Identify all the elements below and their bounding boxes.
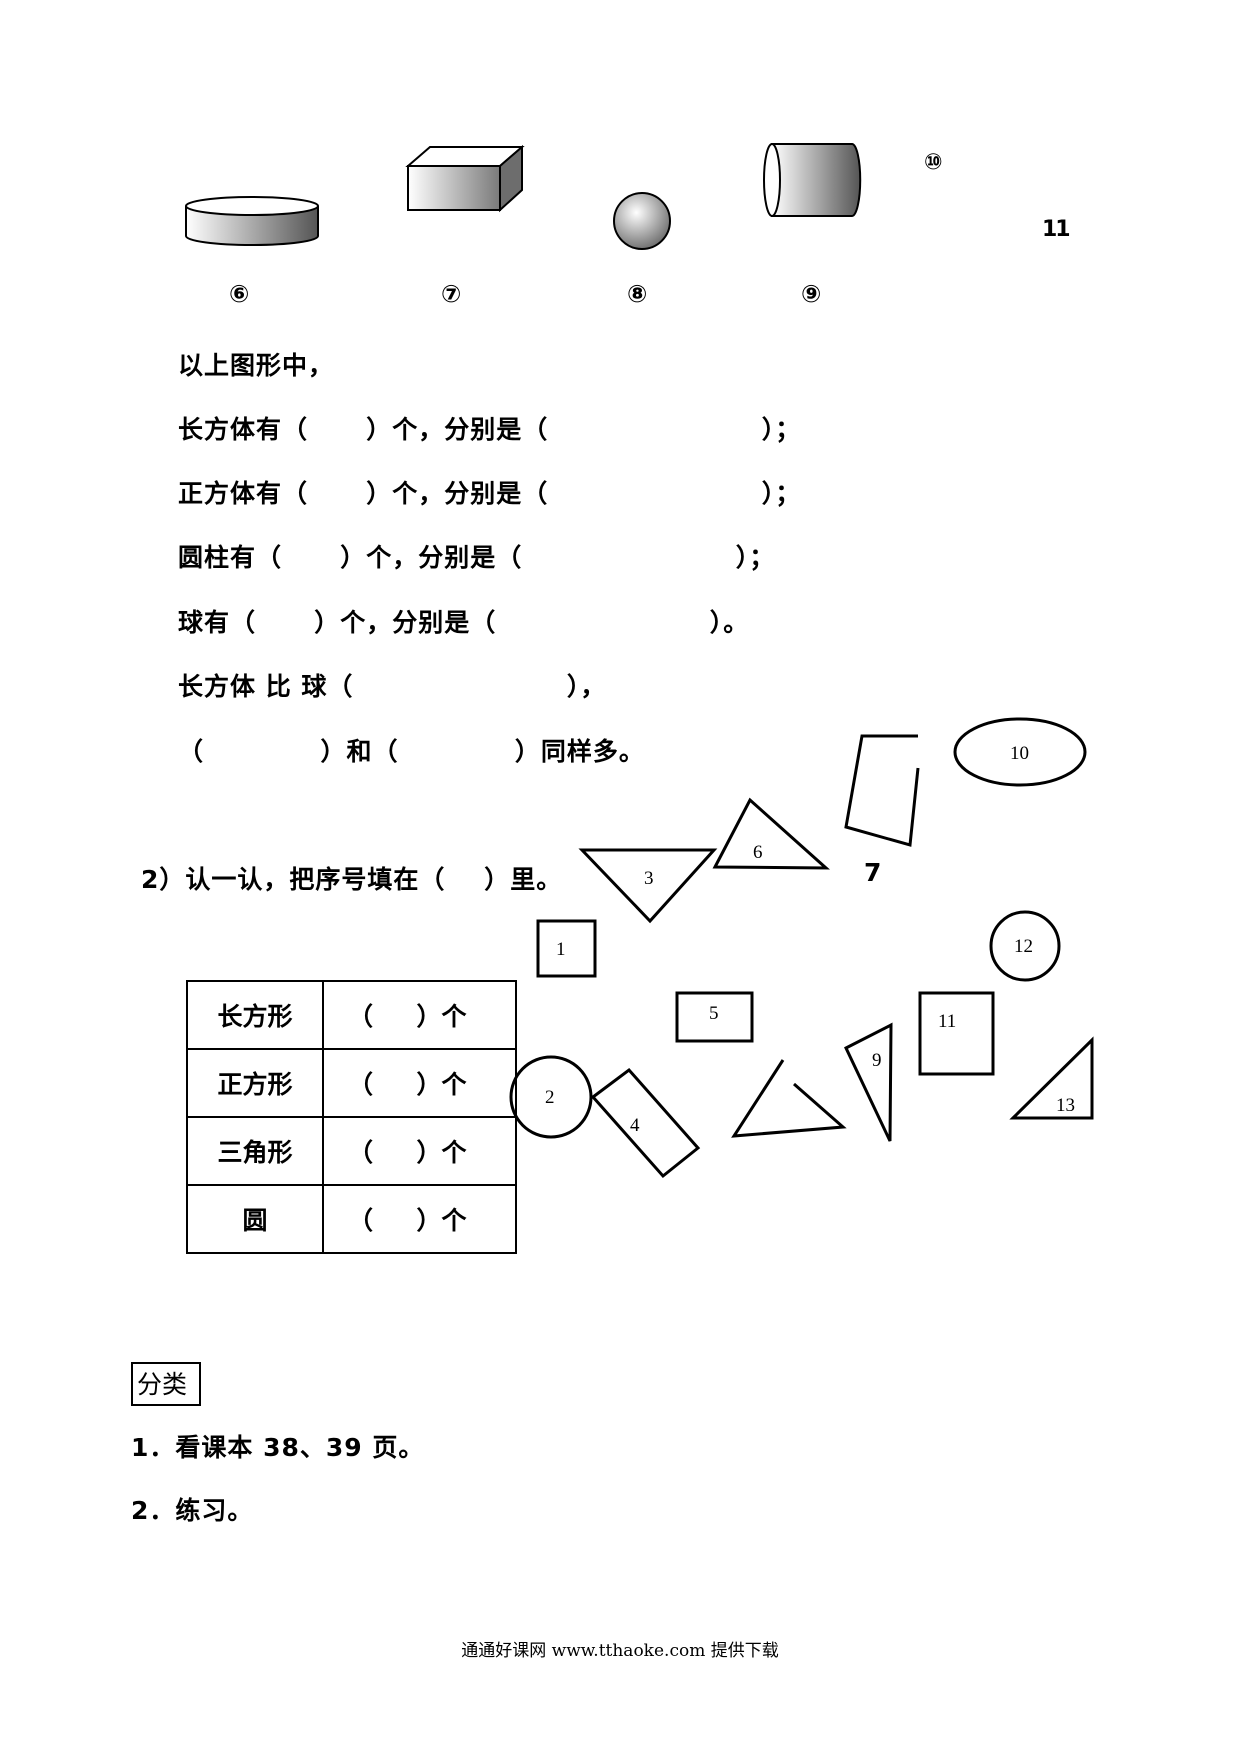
solid-label-6: ⑥ — [229, 280, 250, 308]
rectangle-shape-5 — [675, 991, 754, 1043]
cuboid-shape — [405, 144, 525, 213]
solid-label-8: ⑧ — [627, 280, 648, 308]
page-footer: 通通好课网 www.tthaoke.com 提供下载 — [461, 1641, 779, 1661]
shape-count-table: 长方形 （ ）个 正方形 （ ）个 三角形 （ ）个 圆 （ ）个 — [186, 980, 517, 1254]
shape-number-11: 11 — [938, 1011, 956, 1032]
triangle-shape-3 — [578, 848, 718, 924]
question-sphere: 球有（ ）个，分别是（ ）。 — [178, 608, 750, 637]
solid-label-7: ⑦ — [441, 280, 462, 308]
question-cuboid: 长方体有（ ）个，分别是（ ）； — [178, 415, 802, 444]
rectangle-shape-4 — [590, 1067, 701, 1179]
table-cell-shape-name: 圆 — [186, 1184, 324, 1254]
triangle-shape-13 — [1009, 1036, 1094, 1120]
shape-number-9: 9 — [872, 1050, 882, 1071]
circle-shape-12 — [989, 910, 1061, 982]
solid-label-11: 11 — [1042, 217, 1071, 242]
shape-number-13: 13 — [1056, 1095, 1075, 1116]
shape-number-10: 10 — [1010, 743, 1029, 764]
question-cube: 正方体有（ ）个，分别是（ ）； — [178, 479, 802, 508]
table-row: 三角形 （ ）个 — [186, 1116, 517, 1186]
table-row: 圆 （ ）个 — [186, 1184, 517, 1254]
question-cylinder: 圆柱有（ ）个，分别是（ ）； — [178, 543, 776, 572]
part2-title: 2）认一认，把序号填在（ ）里。 — [141, 865, 563, 894]
shape-number-4: 4 — [630, 1115, 640, 1136]
intro-text: 以上图形中， — [178, 351, 335, 380]
square-shape-1 — [536, 919, 597, 978]
table-cell-count: （ ）个 — [322, 1116, 517, 1186]
shape-number-7: 7 — [864, 858, 882, 887]
table-row: 正方形 （ ）个 — [186, 1048, 517, 1118]
table-row: 长方形 （ ）个 — [186, 980, 517, 1050]
shape-number-1: 1 — [556, 939, 566, 960]
solids-illustration — [185, 143, 862, 250]
triangle-shape-9 — [844, 1022, 893, 1142]
question-same: （ ）和（ ）同样多。 — [178, 737, 645, 766]
question-compare: 长方体 比 球（ ）， — [178, 672, 607, 701]
table-cell-count: （ ）个 — [322, 980, 517, 1050]
ellipse-shape-10 — [953, 717, 1087, 787]
shape-number-3: 3 — [644, 868, 654, 889]
table-cell-count: （ ）个 — [322, 1048, 517, 1118]
shape-number-6: 6 — [753, 842, 763, 863]
shape-number-2: 2 — [545, 1087, 555, 1108]
table-cell-shape-name: 三角形 — [186, 1116, 324, 1186]
section-item-2: 2．练习。 — [131, 1496, 254, 1525]
solid-label-9: ⑨ — [801, 280, 822, 308]
solid-label-10: ⑩ — [924, 150, 943, 175]
cylinder-shape — [763, 143, 862, 217]
shape-number-12: 12 — [1014, 936, 1033, 957]
section-heading: 分类 — [131, 1362, 202, 1406]
shape-number-5: 5 — [709, 1003, 719, 1024]
table-cell-shape-name: 正方形 — [186, 1048, 324, 1118]
open-triangle-shape — [731, 1059, 847, 1138]
table-cell-shape-name: 长方形 — [186, 980, 324, 1050]
rectangle-shape-11 — [918, 991, 995, 1076]
triangle-shape-6 — [712, 797, 830, 870]
sphere-shape — [613, 192, 671, 250]
table-cell-count: （ ）个 — [322, 1184, 517, 1254]
open-quadrilateral-shape — [844, 734, 920, 847]
section-item-1: 1．看课本 38、39 页。 — [131, 1433, 425, 1462]
flat-cylinder-shape — [185, 196, 319, 246]
